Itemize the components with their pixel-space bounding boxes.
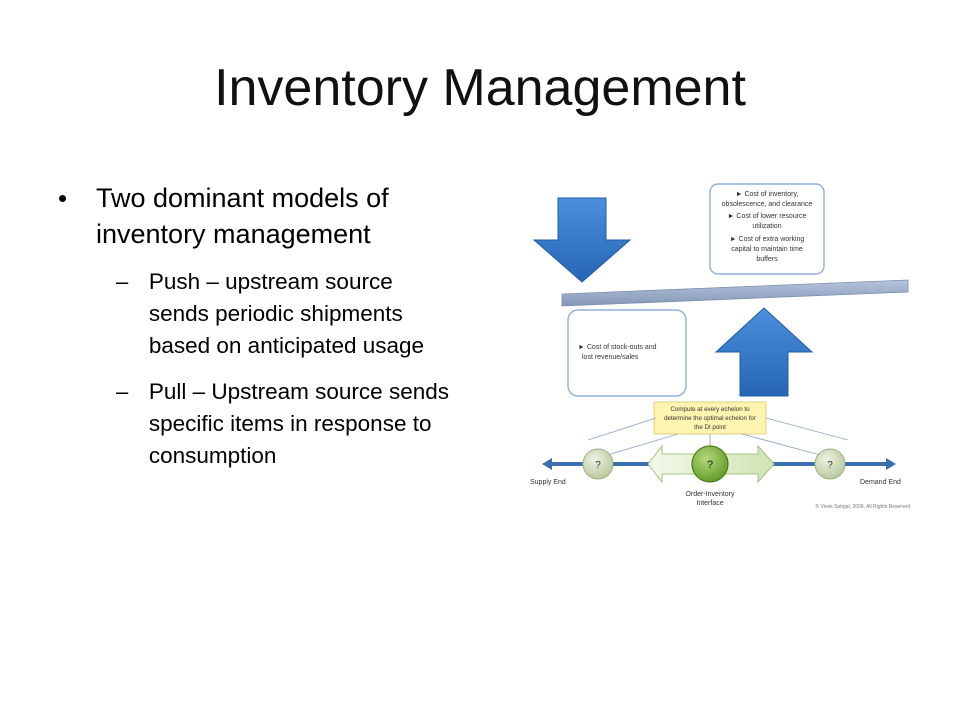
holding-cost-box (709, 183, 825, 275)
connector-line (741, 433, 825, 457)
inventory-diagram: ► Cost of inventory, obsolescence, and c… (528, 178, 912, 518)
copyright-note: © Vivek Sehgal, 2009, All Rights Reserve… (816, 503, 911, 510)
sub-bullet-pull: – Pull – Upstream source sends specific … (116, 376, 458, 472)
sub-bullet-list: – Push – upstream source sends periodic … (58, 266, 458, 472)
dash-icon: – (116, 379, 129, 404)
compute-note-line: Compute at every echelon to (670, 406, 750, 413)
slide-title: Inventory Management (214, 59, 746, 117)
supply-node-label: ? (595, 460, 601, 471)
holding-cost-line: obsolescence, and clearance (722, 201, 813, 208)
stockout-cost-line: lost revenue/sales (582, 354, 639, 361)
demand-end-arrowhead-icon (886, 458, 896, 470)
bullet-dot-icon: • (58, 183, 68, 213)
demand-node (814, 448, 846, 480)
main-bullet: • Two dominant models of inventory manag… (58, 180, 458, 252)
dash-icon: – (116, 269, 129, 294)
sub-bullet-push: – Push – upstream source sends periodic … (116, 266, 458, 362)
holding-cost-line: ► Cost of extra working (730, 236, 805, 243)
decoupling-node-label: ? (707, 459, 713, 471)
connector-line (603, 433, 679, 457)
main-bullet-text: Two dominant models of inventory managem… (96, 183, 389, 249)
sub-bullet-text: Pull – Upstream source sends specific it… (148, 379, 449, 468)
push-down-arrow-icon (532, 197, 632, 283)
sub-bullet-text: Push – upstream source sends periodic sh… (148, 269, 425, 358)
demand-end-label: Demand End (860, 479, 901, 486)
decoupling-node (691, 445, 729, 483)
connector-line (587, 417, 657, 441)
bullet-list: • Two dominant models of inventory manag… (58, 180, 458, 486)
holding-cost-line: buffers (756, 256, 778, 263)
interface-label-line: Order-Inventory (685, 491, 735, 498)
supply-end-label: Supply End (530, 479, 566, 486)
demand-node-label: ? (827, 460, 833, 471)
holding-cost-line: ► Cost of lower resource (728, 213, 807, 220)
pull-up-arrow-icon (714, 307, 814, 397)
supply-end-arrowhead-icon (542, 458, 552, 470)
diagram-svg: ► Cost of inventory, obsolescence, and c… (530, 183, 911, 510)
holding-cost-line: utilization (752, 223, 781, 230)
compute-note-line: determine the optimal echelon for (664, 415, 756, 422)
compute-note-line: the DI point (694, 424, 726, 431)
holding-cost-line: ► Cost of inventory, (736, 191, 799, 198)
balance-bar (561, 279, 909, 307)
stockout-cost-line: ► Cost of stock-outs and (578, 344, 657, 351)
supply-node (582, 448, 614, 480)
stockout-cost-box (567, 309, 687, 397)
compute-note-box (653, 401, 767, 435)
connector-line (765, 417, 849, 441)
interface-label-line: Interface (696, 500, 723, 507)
holding-cost-line: capital to maintain time (731, 246, 803, 253)
